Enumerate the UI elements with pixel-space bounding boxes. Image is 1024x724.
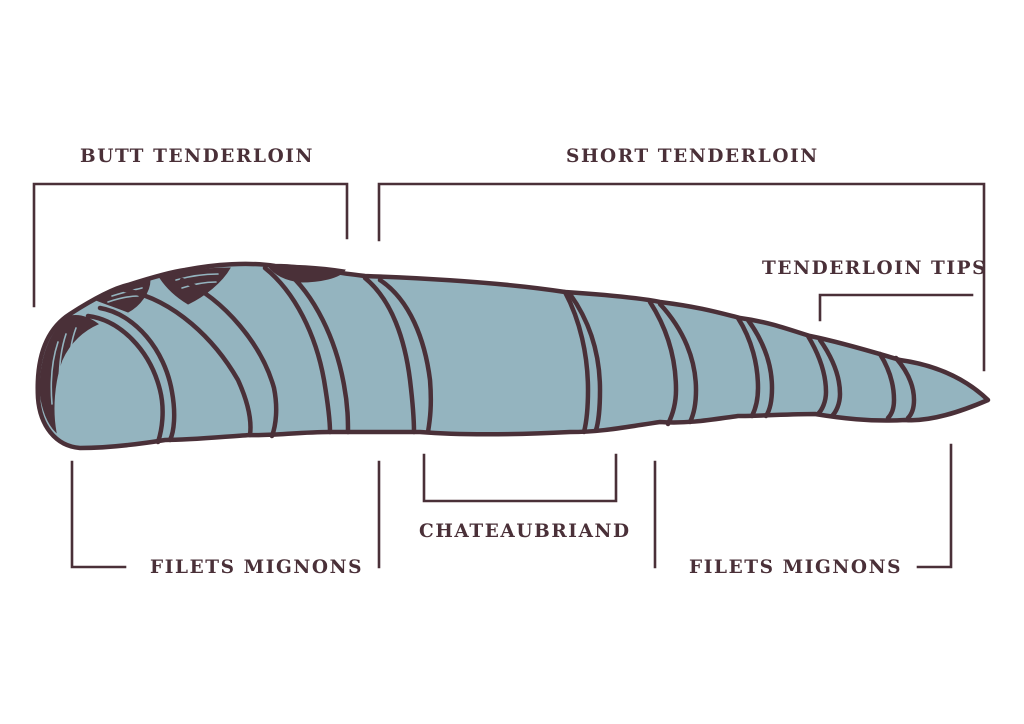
segment-16	[817, 337, 843, 419]
butt-end-hatching	[50, 273, 219, 405]
chateaubriand-label: CHATEAUBRIAND	[419, 521, 631, 542]
segment-13	[735, 315, 761, 419]
butt-dark-cap	[39, 315, 99, 434]
segment-17	[877, 351, 897, 421]
butt-dark-top-1	[94, 279, 151, 313]
segment-7	[362, 275, 417, 435]
segment-5	[262, 265, 333, 435]
segment-18	[893, 355, 917, 421]
segment-3	[122, 287, 253, 438]
filets-mignons-left-bracket	[70, 460, 127, 569]
tenderloin-tips-label: TENDERLOIN TIPS	[762, 258, 988, 279]
chateaubriand-bracket	[422, 453, 618, 503]
segment-12	[657, 301, 699, 425]
segment-11	[647, 299, 679, 427]
tenderloin-tips-bracket	[818, 293, 974, 322]
segment-6	[282, 267, 351, 435]
filets-mignons-right-label: FILETS MIGNONS	[689, 557, 903, 578]
short-tenderloin-label: SHORT TENDERLOIN	[566, 146, 819, 167]
segment-8	[377, 277, 434, 435]
butt-tenderloin-label: BUTT TENDERLOIN	[80, 146, 315, 167]
segment-4	[179, 277, 279, 439]
filets-mignons-right-bracket	[916, 443, 953, 569]
segment-2	[97, 305, 177, 443]
segment-15	[805, 333, 829, 417]
segment-1	[85, 313, 165, 445]
segment-9	[562, 289, 591, 435]
segment-10	[567, 291, 603, 433]
segment-lines	[85, 265, 917, 445]
short-tenderloin-bracket	[377, 182, 986, 372]
butt-tenderloin-bracket	[32, 182, 349, 308]
filets-mignons-left-label: FILETS MIGNONS	[150, 557, 364, 578]
segment-14	[745, 317, 775, 419]
